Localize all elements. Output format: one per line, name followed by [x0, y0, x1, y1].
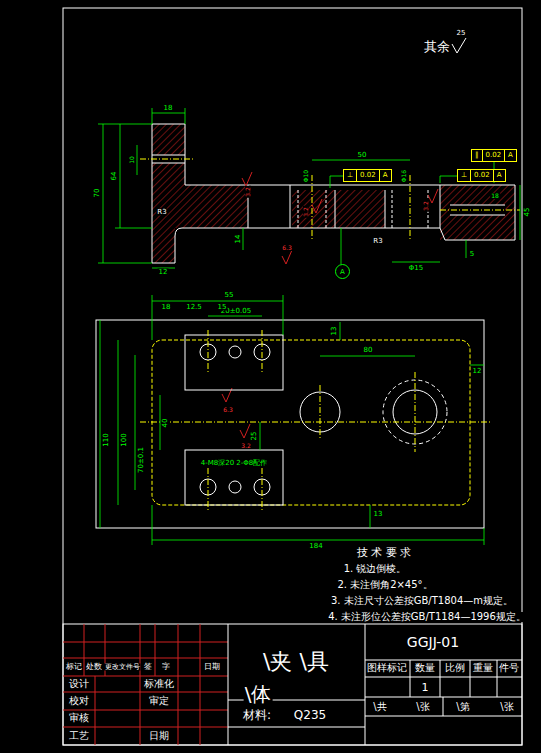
tolerance-frame: ⊥0.02A — [457, 169, 506, 182]
drawing-label: 比例 — [444, 663, 466, 673]
drawing-label: 标记 — [65, 663, 83, 671]
datum-symbol: A — [335, 264, 350, 279]
drawing-label: 审定 — [148, 696, 170, 706]
drawing-label: 40 — [162, 418, 169, 429]
tolerance-text: ⊥ — [344, 170, 356, 181]
drawing-label: 13 — [373, 511, 384, 518]
drawing-label: 3.2 — [303, 206, 309, 218]
drawing-label: R3 — [156, 209, 167, 216]
drawing-label: Φ15 — [408, 265, 424, 272]
drawing-label: \张 — [499, 702, 514, 712]
drawing-label: Q235 — [293, 709, 327, 721]
drawing-label: 110 — [103, 432, 110, 447]
drawing-label: 其余 — [423, 40, 451, 53]
drawing-label: 标准化 — [143, 679, 175, 689]
drawing-label: 材料: — [242, 709, 272, 721]
drawing-label: 3. 未注尺寸公差按GB/T1804—m规定。 — [330, 596, 514, 606]
drawing-label: 1. 锐边倒棱。 — [343, 564, 408, 574]
drawing-label: \共 — [372, 702, 387, 712]
drawing-label: 6.3 — [281, 245, 293, 251]
drawing-label: 4-M8深20 2-Φ8配作 — [200, 460, 269, 467]
drawing-label: 审核 — [68, 713, 90, 723]
drawing-label: 80 — [363, 347, 374, 354]
drawing-label: 10 — [129, 155, 135, 165]
drawing-label: 5 — [469, 251, 475, 258]
tolerance-text: ∥ — [472, 150, 482, 161]
drawing-label: GGJJ-01 — [406, 635, 460, 649]
drawing-label: 18 — [490, 193, 500, 199]
tolerance-text: A — [504, 150, 516, 161]
drawing-label: \张 — [415, 702, 430, 712]
drawing-label: 2. 未注倒角2×45°。 — [336, 580, 433, 590]
drawing-label: 14 — [235, 234, 242, 245]
tolerance-frame: ∥0.02A — [471, 149, 517, 162]
drawing-label: 件号 — [498, 663, 520, 673]
drawing-label: 64 — [111, 171, 118, 182]
drawing-label: 技 术 要 求 — [356, 547, 413, 558]
drawing-label: 处数 — [85, 663, 103, 671]
drawing-label: 1 — [421, 682, 430, 693]
tolerance-frame: ⊥0.02A — [343, 169, 392, 182]
drawing-label: 签 — [143, 663, 153, 671]
drawing-label: \夹 \具 — [262, 651, 330, 673]
drawing-label: 更改文件号 — [104, 664, 141, 671]
tolerance-text: A — [379, 170, 391, 181]
drawing-label: R3 — [372, 238, 383, 245]
drawing-label: 25 — [456, 30, 467, 37]
drawing-label: 设计 — [68, 679, 90, 689]
drawing-label: 55 — [224, 292, 235, 299]
drawing-label: 45 — [524, 207, 531, 218]
drawing-label: 工艺 — [68, 731, 90, 741]
tolerance-text: A — [340, 268, 345, 276]
drawing-label: 70±0.1 — [138, 446, 145, 474]
drawing-label: 184 — [308, 543, 323, 550]
drawing-label: \第 — [455, 702, 470, 712]
drawing-label: Φ10 — [303, 169, 309, 183]
tolerance-text: 0.02 — [482, 150, 505, 161]
tolerance-text: ⊥ — [458, 170, 470, 181]
drawing-label: 3.2 — [245, 186, 251, 198]
drawing-label: \体 — [244, 684, 273, 704]
drawing-label: 重量 — [472, 663, 494, 673]
drawing-label: 图样标记 — [366, 663, 408, 673]
drawing-label: 50 — [357, 152, 368, 159]
drawing-label: 12.5 — [185, 304, 203, 311]
drawing-label: 3.2 — [423, 200, 429, 212]
drawing-label: Φ16 — [401, 169, 407, 183]
drawing-label: 18 — [161, 304, 172, 311]
drawing-label: 数量 — [414, 663, 436, 673]
drawing-label: 6.3 — [222, 407, 234, 413]
tolerance-text: A — [493, 170, 505, 181]
drawing-label: 12 — [158, 269, 169, 276]
drawing-label: 4. 未注形位公差按GB/T1184—1996规定。 — [327, 612, 527, 622]
drawing-label: 18 — [163, 105, 174, 112]
tolerance-text: 0.02 — [356, 170, 379, 181]
drawing-label: 13 — [331, 326, 338, 337]
drawing-label: 校对 — [68, 696, 90, 706]
drawing-label: 25 — [251, 431, 258, 442]
drawing-label: 15 — [217, 304, 228, 311]
drawing-label: 70 — [94, 188, 101, 199]
tolerance-text: 0.02 — [470, 170, 493, 181]
drawing-label: 12 — [472, 368, 483, 375]
drawing-label: 字 — [161, 663, 171, 671]
drawing-label: 100 — [121, 432, 128, 447]
drawing-label: 日期 — [203, 663, 221, 671]
drawing-label: 3.2 — [240, 443, 252, 449]
drawing-label: 日期 — [148, 731, 170, 741]
